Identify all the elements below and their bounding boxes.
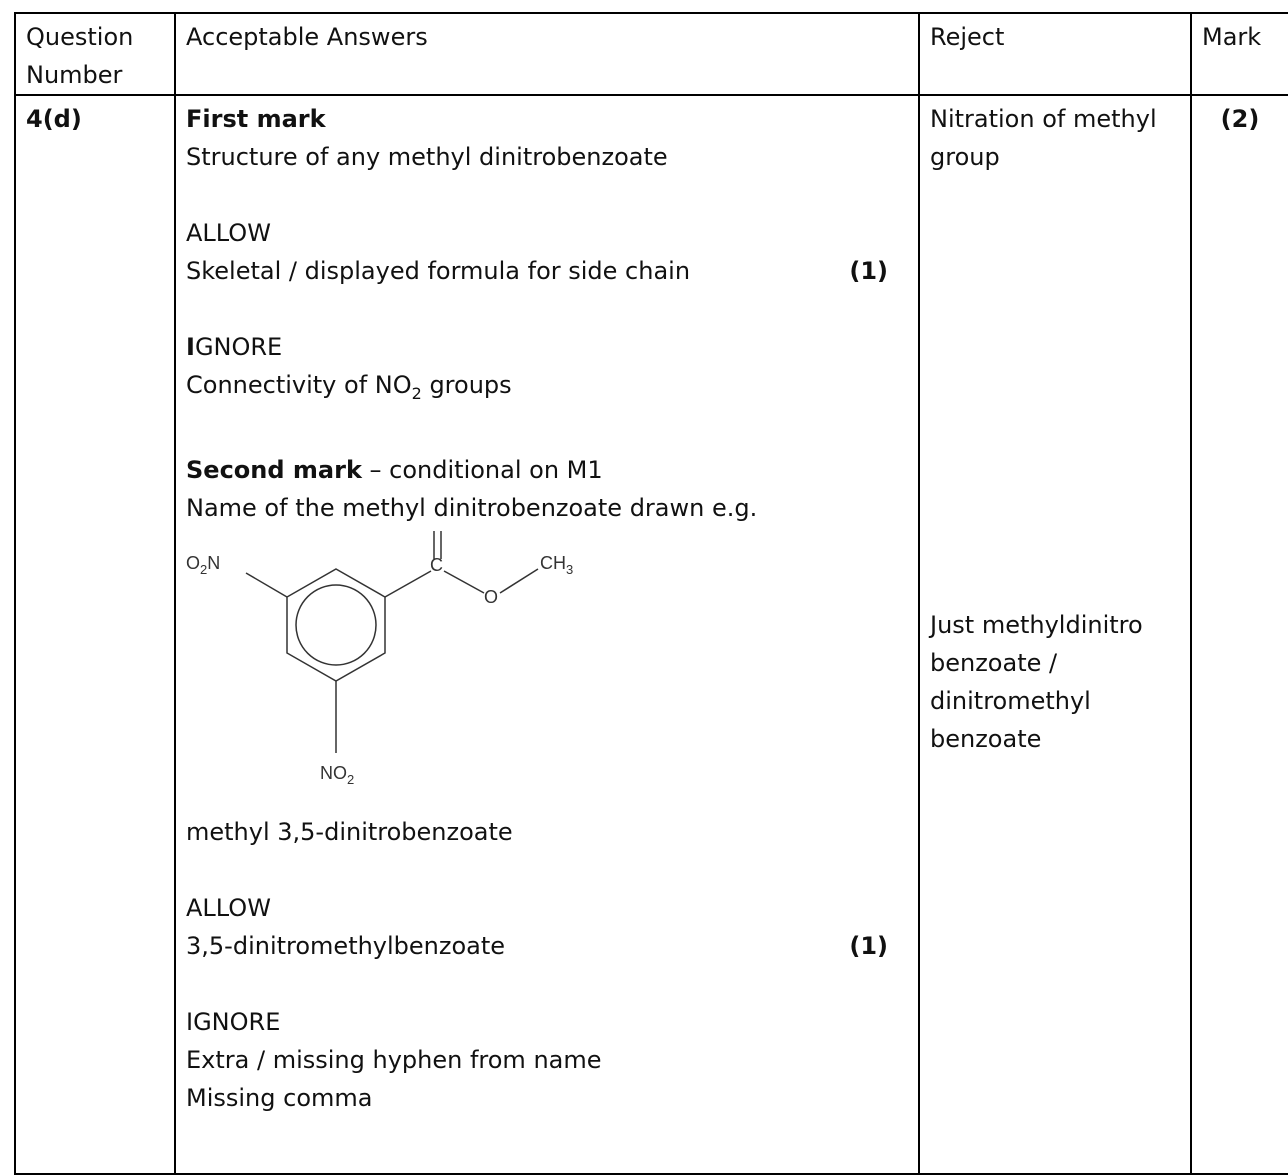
methyl-label: CH3 (540, 553, 573, 577)
header-answers: Acceptable Answers (186, 23, 428, 51)
reject-cell: Nitration of methyl group Just methyldin… (918, 94, 1192, 1175)
ignore1-label: IGNORE (186, 333, 283, 361)
allow1-line: Skeletal / displayed formula for side ch… (186, 252, 908, 290)
methyl-dinitrobenzoate-structure: O C O CH3 O2N NO2 (186, 530, 573, 787)
header-reject-cell: Reject (918, 12, 1192, 96)
second-mark-title: Second mark – conditional on M1 (186, 455, 603, 484)
ester-oxygen-label: O (484, 587, 498, 607)
example-name: methyl 3,5-dinitrobenzoate (186, 817, 513, 846)
ignore1-text: Connectivity of NO2 groups (186, 371, 512, 403)
first-mark-text: Structure of any methyl dinitrobenzoate (186, 143, 668, 171)
allow1-text: Skeletal / displayed formula for side ch… (186, 257, 691, 285)
header-reject: Reject (930, 23, 1005, 51)
answer-row: 4(d) First mark Structure of any methyl … (14, 94, 1288, 1175)
mark-cell: (2) (1190, 94, 1288, 1175)
header-mark-cell: Mark (1190, 12, 1288, 96)
reject-2: Just methyldinitro benzoate / dinitromet… (930, 611, 1143, 753)
o2n-label: O2N (186, 553, 220, 577)
second-mark-text: Name of the methyl dinitrobenzoate drawn… (186, 493, 758, 522)
answers-cell: First mark Structure of any methyl dinit… (174, 94, 920, 1175)
allow2-mark: (1) (849, 931, 888, 960)
first-mark-title: First mark (186, 105, 326, 133)
header-answers-cell: Acceptable Answers (174, 12, 920, 96)
no2-label: NO2 (320, 763, 354, 787)
allow2-label: ALLOW (186, 893, 271, 922)
reject-1: Nitration of methyl group (930, 105, 1157, 171)
header-question-cell: Question Number (14, 12, 176, 96)
question-number-cell: 4(d) (14, 94, 176, 1175)
header-mark: Mark (1202, 23, 1262, 51)
allow1-label: ALLOW (186, 219, 271, 247)
header-row: Question Number Acceptable Answers Rejec… (14, 12, 1288, 96)
answers-content: First mark Structure of any methyl dinit… (176, 96, 918, 1117)
allow2-line: 3,5-dinitromethylbenzoate (1) (186, 927, 908, 965)
total-mark: (2) (1220, 105, 1260, 133)
allow1-mark: (1) (849, 257, 888, 285)
carbon-label: C (430, 555, 443, 575)
header-question: Question Number (26, 23, 134, 89)
ignore2-line1: Extra / missing hyphen from name (186, 1045, 602, 1074)
mark-scheme-table: Question Number Acceptable Answers Rejec… (14, 12, 1288, 1175)
ignore2-line2: Missing comma (186, 1083, 373, 1112)
ignore2-label: IGNORE (186, 1007, 281, 1036)
allow2-text: 3,5-dinitromethylbenzoate (186, 931, 506, 960)
question-number: 4(d) (26, 105, 82, 133)
